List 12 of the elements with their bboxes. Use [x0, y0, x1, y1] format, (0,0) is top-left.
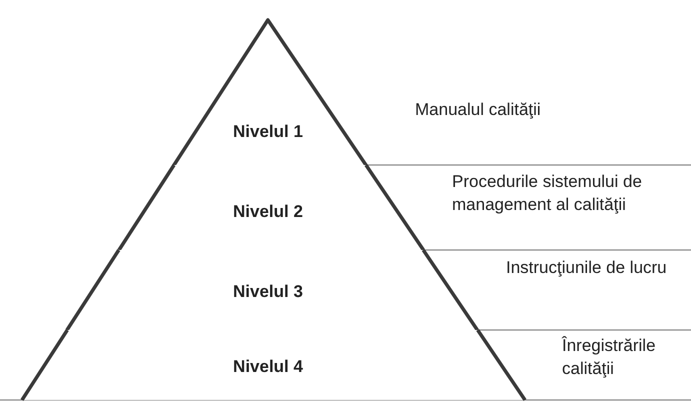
level-title: Nivelul 4	[233, 357, 303, 377]
level-description: Procedurile sistemului de management al calităţii	[452, 171, 643, 216]
level-description: Instrucţiunile de lucru	[506, 257, 668, 279]
level-title: Nivelul 2	[233, 202, 303, 222]
pyramid-top	[174, 20, 366, 165]
level-description: Manualul calităţii	[415, 99, 542, 121]
pyramid-level	[67, 250, 478, 330]
pyramid-level	[119, 165, 424, 250]
level-title: Nivelul 1	[233, 122, 303, 142]
level-title: Nivelul 3	[233, 282, 303, 302]
pyramid-level	[22, 330, 525, 400]
level-description: Înregistrările calităţii	[562, 335, 657, 380]
